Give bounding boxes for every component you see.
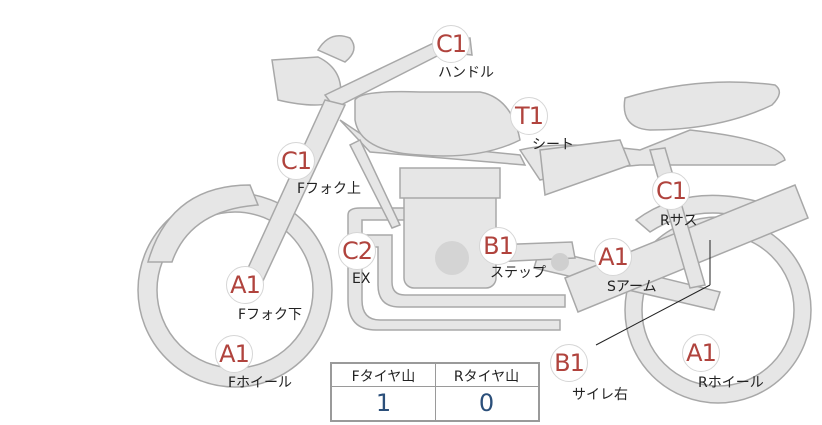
side-right-leader xyxy=(595,284,711,346)
r-wheel-label: Rホイール xyxy=(698,375,764,391)
tire-tread-divider xyxy=(435,364,436,420)
fuel-tank xyxy=(354,90,521,157)
front-tread-value: 1 xyxy=(375,389,392,417)
front-tread-header: Fタイヤ山 xyxy=(351,369,416,385)
side-right-label: サイレ右 xyxy=(572,387,628,403)
r-sus-grade-badge: C1 xyxy=(652,172,690,210)
f-fork-upper-label: Fフォク上 xyxy=(297,181,362,197)
mirror xyxy=(316,35,355,63)
f-fork-upper-grade-badge: C1 xyxy=(277,142,315,180)
footpeg xyxy=(551,253,569,271)
f-fork-lower-label: Fフォク下 xyxy=(238,307,303,323)
r-wheel-grade-badge: A1 xyxy=(682,334,720,372)
seat-grade-badge: T1 xyxy=(510,97,548,135)
seat-label: シート xyxy=(532,137,574,153)
f-fork-lower-grade-badge: A1 xyxy=(226,266,264,304)
s-arm-grade-badge: A1 xyxy=(594,238,632,276)
f-wheel-label: Fホイール xyxy=(228,375,293,391)
ex-grade-badge: C2 xyxy=(338,232,376,270)
s-arm-label: Sアーム xyxy=(607,279,657,295)
exhaust-pipe-1 xyxy=(347,207,561,331)
rear-cowl xyxy=(623,81,781,131)
ex-label: EX xyxy=(352,271,371,287)
down-tube xyxy=(348,138,402,229)
exhaust-pipe-2 xyxy=(359,234,566,308)
rear-tread-value: 0 xyxy=(478,389,495,417)
r-sus-label: Rサス xyxy=(660,213,698,229)
tire-tread-table: Fタイヤ山 Rタイヤ山 1 0 xyxy=(330,362,540,422)
engine-head xyxy=(399,167,501,199)
front-fender xyxy=(147,184,260,263)
engine-cover xyxy=(435,241,469,275)
step-grade-badge: B1 xyxy=(479,227,517,265)
step-label: ステップ xyxy=(490,265,546,281)
rear-tread-header: Rタイヤ山 xyxy=(453,369,520,385)
side-cover xyxy=(539,139,631,197)
side-right-grade-badge: B1 xyxy=(550,344,588,382)
f-wheel-grade-badge: A1 xyxy=(215,335,253,373)
handle-grade-badge: C1 xyxy=(432,25,470,63)
handle-label: ハンドル xyxy=(438,65,494,81)
